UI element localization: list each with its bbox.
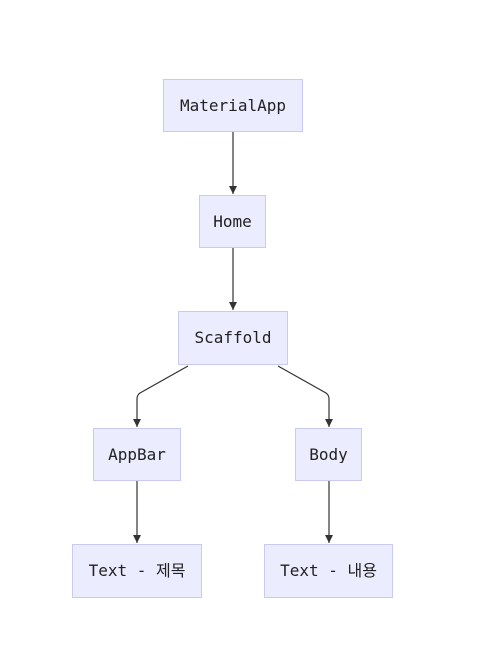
node-appbar: AppBar bbox=[93, 428, 181, 481]
edge-scaffold-to-body bbox=[277, 365, 333, 427]
node-materialapp: MaterialApp bbox=[163, 79, 303, 132]
node-text-title-label: Text - 제목 bbox=[88, 563, 186, 579]
node-body-label: Body bbox=[309, 446, 348, 463]
node-scaffold-label: Scaffold bbox=[194, 330, 272, 346]
edge-scaffold-to-appbar bbox=[133, 365, 189, 427]
node-appbar-label: AppBar bbox=[108, 446, 166, 463]
node-scaffold: Scaffold bbox=[178, 311, 288, 365]
node-text-body-label: Text - 내용 bbox=[280, 563, 377, 579]
node-text-body: Text - 내용 bbox=[264, 544, 393, 598]
node-home-label: Home bbox=[213, 213, 252, 230]
node-home: Home bbox=[199, 195, 266, 248]
node-body: Body bbox=[295, 428, 362, 481]
node-materialapp-label: MaterialApp bbox=[180, 97, 286, 114]
node-text-title: Text - 제목 bbox=[72, 544, 202, 598]
